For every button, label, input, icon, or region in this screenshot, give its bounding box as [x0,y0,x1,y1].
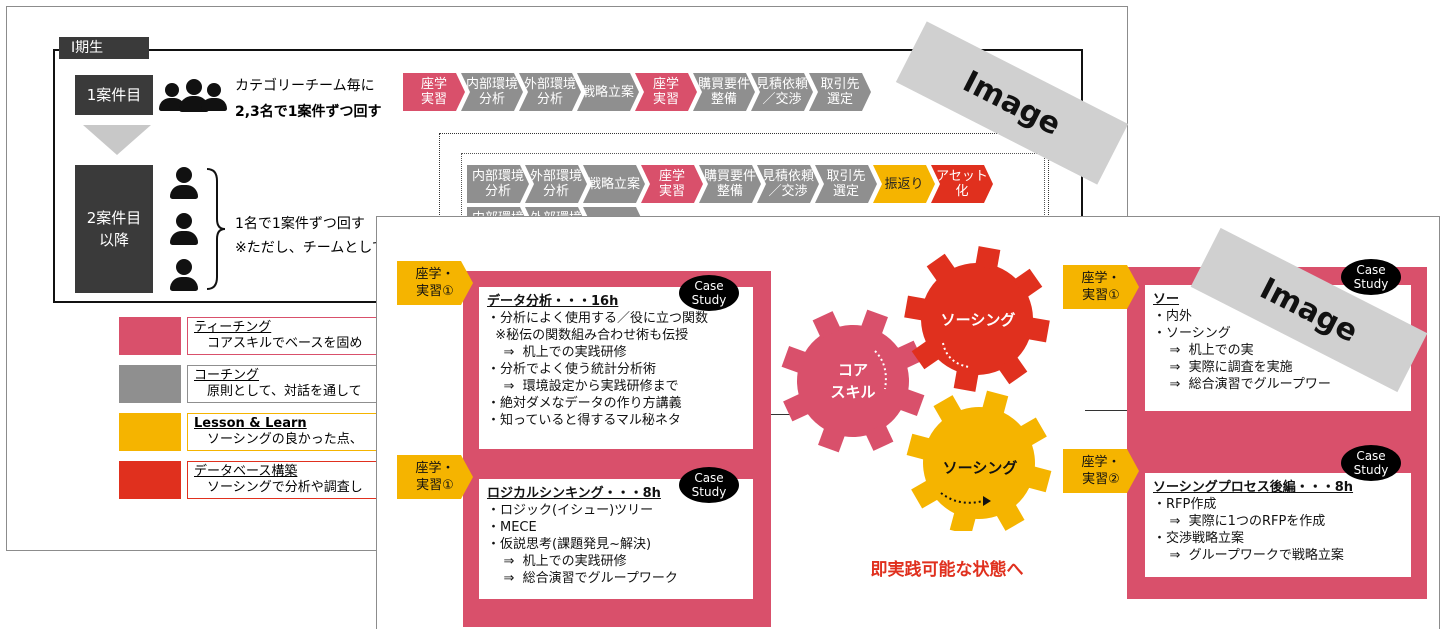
process-step: 購買要件 整備 [693,73,755,111]
card-line: ・ソーシング [1153,326,1231,341]
legend-swatch [119,461,181,499]
process-step: 取引先 選定 [815,165,877,203]
process-step: 外部環境 分析 [525,165,587,203]
card-line: ・ロジック(イシュー)ツリー [487,503,654,518]
connector-line-left [771,414,795,415]
card-line: ⇒ 総合演習でグループワーク [487,571,678,586]
card-line: ・仮説思考(課題発見~解決) [487,537,652,552]
card-line: ・交渉戦略立案 [1153,531,1245,546]
gears-diagram [765,235,1068,531]
sourcing-first-card: ソー ・内外・ソーシング ⇒ 机上での実 ⇒ 実際に調査を実施 ⇒ 総合演習でグ… [1145,285,1411,411]
tagline: 即実践可能な状態へ [870,560,1024,580]
sourcing-top-label: ソーシング [940,311,1016,329]
card-line: ・MECE [487,520,537,535]
row1-desc-line2: 2,3名で1案件ずつ回す [235,104,382,120]
rotation-arrow-icon [940,492,984,504]
sourcing-bottom-label: ソーシング [942,459,1018,477]
card-line: ・分析によく使用する／役に立つ関数 [487,311,709,326]
right-bottom-tag: 座学・ 実習② [1063,449,1139,493]
logical-thinking-title: ロジカルシンキング・・・8h [487,486,661,501]
card-line: ・内外 [1153,309,1193,324]
case-study-badge: Case Study [679,275,739,311]
period-label: Ⅰ期生 [59,37,149,59]
card-line: ⇒ 環境設定から実践研修まで [487,379,679,394]
curly-brace [206,168,226,290]
group-people-icon [157,77,229,117]
process-step: 内部環境 分析 [461,73,523,111]
legend-title: コーチング [194,368,260,383]
sourcing-second-title: ソーシングプロセス後編・・・8h [1153,480,1354,495]
left-top-tag: 座学・ 実習① [397,261,473,305]
process-step: 座学 実習 [641,165,703,203]
down-arrow [83,125,151,155]
row2-desc-line1: 1名で1案件ずつ回す [235,216,365,232]
card-line: ⇒ 机上での実践研修 [487,554,627,569]
core-skill-label: コア スキル [830,361,876,401]
card-line: ⇒ 実際に調査を実施 [1153,360,1293,375]
case-study-badge: Case Study [1341,445,1401,481]
front-slide: データ分析・・・16h ・分析によく使用する／役に立つ関数 ※秘伝の関数組み合わ… [376,216,1440,629]
left-bottom-tag: 座学・ 実習① [397,455,473,499]
legend-title: Lesson & Learn [194,416,307,431]
legend-desc: コアスキルでベースを固め [194,336,363,351]
row1-desc-line1: カテゴリーチーム毎に [235,78,375,94]
legend-desc: ソーシングの良かった点、 [194,432,363,447]
data-analysis-card: データ分析・・・16h ・分析によく使用する／役に立つ関数 ※秘伝の関数組み合わ… [479,287,753,449]
legend-desc: 原則として、対話を通して [194,384,362,399]
person-icon [170,213,198,247]
process-step: 戦略立案 [583,165,645,203]
legend-swatch [119,413,181,451]
process-step: 見積依頼 ／交渉 [751,73,813,111]
process-step: 振返り [873,165,935,203]
card-line: ⇒ 机上での実践研修 [487,345,627,360]
sourcing-first-title: ソー [1153,292,1180,307]
legend-swatch [119,365,181,403]
process-step: 購買要件 整備 [699,165,761,203]
card-line: ⇒ 机上での実 [1153,343,1254,358]
sourcing-second-card: ソーシングプロセス後編・・・8h ・RFP作成 ⇒ 実際に1つのRFPを作成・交… [1145,473,1411,577]
card-line: ⇒ 実際に1つのRFPを作成 [1153,514,1326,529]
legend-title: ティーチング [194,320,272,335]
legend-item: Lesson & Learn ソーシングの良かった点、 [187,413,427,451]
card-line: ※秘伝の関数組み合わせ術も伝授 [487,328,689,343]
connector-line-right [1085,410,1127,411]
right-top-tag: 座学・ 実習① [1063,265,1139,309]
process-step: 内部環境 分析 [467,165,529,203]
row1-label: 1案件目 [75,75,153,115]
card-line: ⇒ グループワークで戦略立案 [1153,548,1344,563]
process-step: 戦略立案 [577,73,639,111]
process-step: 外部環境 分析 [519,73,581,111]
case-study-badge: Case Study [1341,259,1401,295]
process-step: 座学 実習 [635,73,697,111]
process-step: 取引先 選定 [809,73,871,111]
process-step: アセット化 [931,165,993,203]
card-line: ・RFP作成 [1153,497,1217,512]
legend-desc: ソーシングで分析や調査し [194,480,363,495]
person-icon [170,259,198,293]
card-line: ・絶対ダメなデータの作り方講義 [487,396,682,411]
legend-title: データベース構築 [194,464,298,479]
case-study-badge: Case Study [679,467,739,503]
row2-desc-line2: ※ただし、チームとして [235,240,386,256]
process-step: 見積依頼 ／交渉 [757,165,819,203]
data-analysis-title: データ分析・・・16h [487,294,619,309]
card-line: ⇒ 総合演習でグループワー [1153,377,1331,392]
card-line: ・分析でよく使う統計分析術 [487,362,657,377]
legend-swatch [119,317,181,355]
person-icon [170,167,198,201]
row2-label: 2案件目 以降 [75,165,153,293]
process-step: 座学 実習 [403,73,465,111]
card-line: ・知っていると得するマル秘ネタ [487,413,681,428]
